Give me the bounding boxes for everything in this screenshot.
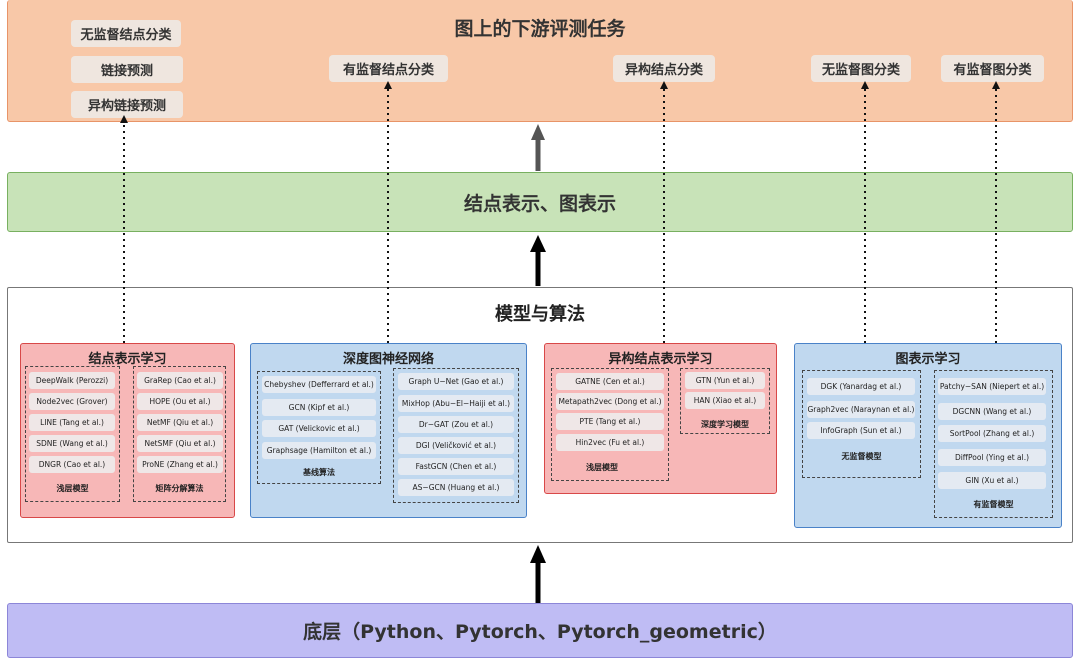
list-item: SDNE (Wang et al.)	[29, 435, 115, 452]
group-shallow-models: 浅层模型	[25, 366, 120, 502]
list-item: DGK (Yanardag et al.)	[807, 378, 915, 395]
task-supervised-node-classification: 有监督结点分类	[329, 55, 448, 82]
group-label: 浅层模型	[586, 463, 618, 472]
task-unsupervised-node-classification: 无监督结点分类	[71, 20, 181, 47]
list-item: GAT (Velickovic et al.)	[262, 420, 376, 437]
category-title: 深度图神经网络	[342, 352, 434, 367]
group-baseline-algorithms: 基线算法	[257, 371, 381, 484]
task-link-prediction: 链接预测	[71, 56, 183, 83]
group-label: 基线算法	[303, 468, 335, 477]
list-item: HOPE (Ou et al.)	[137, 393, 223, 410]
list-item: NetSMF (Qiu et al.)	[137, 435, 223, 452]
group-unsupervised-models: 无监督模型	[802, 370, 921, 478]
list-item: Chebyshev (Defferrard et al.)	[262, 376, 376, 393]
list-item: Dr−GAT (Zou et al.)	[398, 416, 514, 433]
group-hetero-shallow: 浅层模型	[551, 368, 669, 481]
category-title: 图表示学习	[895, 352, 961, 367]
group-hetero-deep: 深度学习模型	[680, 368, 770, 434]
base-layer: 底层（Python、Pytorch、Pytorch_geometric）	[7, 603, 1073, 658]
list-item: Graph2vec (Naraynan et al.)	[807, 401, 915, 418]
list-item: FastGCN (Chen et al.)	[398, 458, 514, 475]
representation-label: 结点表示、图表示	[463, 192, 616, 215]
list-item: DNGR (Cao et al.)	[29, 456, 115, 473]
task-heterogeneous-node-classification: 异构结点分类	[613, 55, 715, 82]
list-item: ProNE (Zhang et al.)	[137, 456, 223, 473]
task-unsupervised-graph-classification: 无监督图分类	[811, 55, 911, 82]
group-supervised-models: 有监督模型	[934, 370, 1053, 518]
group-matrix-factorization: 矩阵分解算法	[133, 366, 226, 502]
list-item: Graph U−Net (Gao et al.)	[398, 373, 514, 390]
list-item: NetMF (Qiu et al.)	[137, 414, 223, 431]
task-supervised-graph-classification: 有监督图分类	[941, 55, 1044, 82]
list-item: Graphsage (Hamilton et al.)	[262, 442, 376, 459]
list-item: Metapath2vec (Dong et al.)	[556, 393, 664, 410]
list-item: GTN (Yun et al.)	[685, 372, 765, 389]
list-item: Patchy−SAN (Niepert et al.)	[938, 378, 1046, 395]
list-item: Node2vec (Grover)	[29, 393, 115, 410]
arrow-base-to-models	[530, 545, 546, 603]
list-item: GIN (Xu et al.)	[938, 472, 1046, 489]
list-item: GCN (Kipf et al.)	[262, 399, 376, 416]
list-item: DeepWalk (Perozzi)	[29, 372, 115, 389]
list-item: DGI (Veličković et al.)	[398, 437, 514, 454]
group-label: 有监督模型	[973, 500, 1014, 509]
group-label: 矩阵分解算法	[155, 484, 204, 493]
category-title: 结点表示学习	[88, 352, 167, 367]
arrow-models-to-embedding	[530, 235, 546, 286]
list-item: HAN (Xiao et al.)	[685, 392, 765, 409]
base-layer-label: 底层（Python、Pytorch、Pytorch_geometric）	[303, 621, 777, 643]
list-item: Hin2vec (Fu et al.)	[556, 434, 664, 451]
list-item: PTE (Tang et al.)	[556, 413, 664, 430]
list-item: GraRep (Cao et al.)	[137, 372, 223, 389]
list-item: DGCNN (Wang et al.)	[938, 403, 1046, 420]
group-label: 浅层模型	[56, 484, 89, 493]
downstream-tasks-title: 图上的下游评测任务	[454, 18, 626, 40]
models-algorithms-title: 模型与算法	[495, 304, 585, 325]
group-label: 深度学习模型	[701, 420, 749, 429]
list-item: AS−GCN (Huang et al.)	[398, 479, 514, 496]
task-heterogeneous-link-prediction: 异构链接预测	[71, 91, 183, 118]
list-item: GATNE (Cen et al.)	[556, 373, 664, 390]
group-advanced-gnn	[393, 368, 519, 503]
list-item: SortPool (Zhang et al.)	[938, 425, 1046, 442]
list-item: MixHop (Abu−El−Haiji et al.)	[398, 395, 514, 412]
group-label: 无监督模型	[841, 452, 882, 461]
category-title: 异构结点表示学习	[608, 352, 713, 367]
list-item: LINE (Tang et al.)	[29, 414, 115, 431]
arrow-embedding-to-tasks	[531, 124, 545, 171]
representation-layer: 结点表示、图表示	[7, 172, 1073, 232]
list-item: InfoGraph (Sun et al.)	[807, 422, 915, 439]
list-item: DiffPool (Ying et al.)	[938, 449, 1046, 466]
